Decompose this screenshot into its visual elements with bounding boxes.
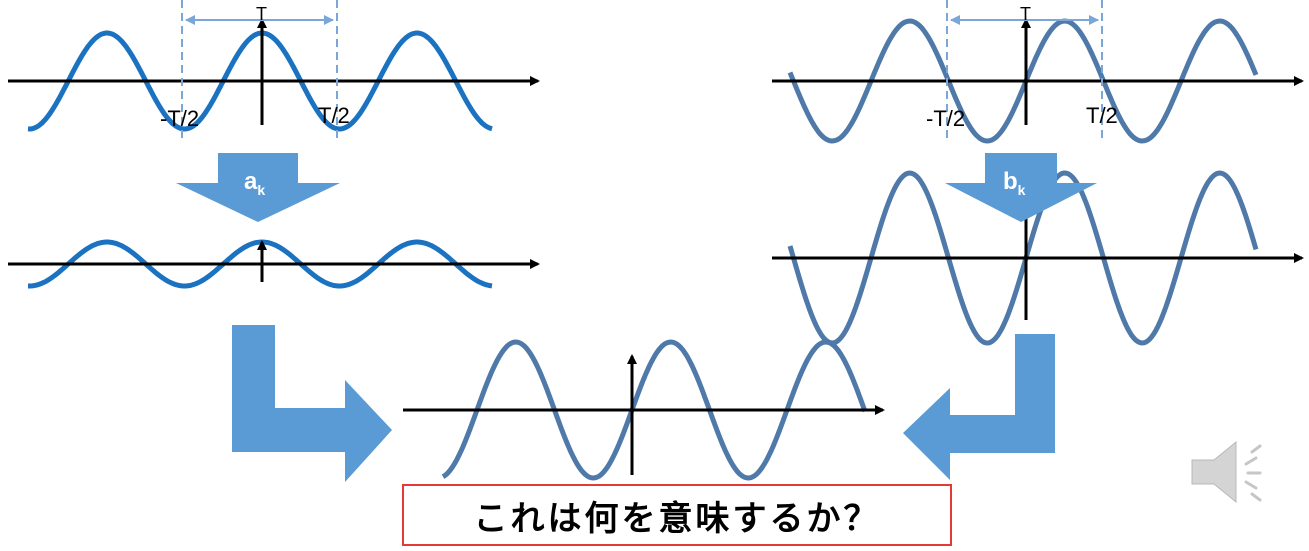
label-half-period-right: T/2 [1086,103,1118,128]
scaled-sine-wave [787,170,1259,346]
coefficient-a-label: ak [244,168,266,198]
speaker-icon[interactable] [1191,440,1262,504]
panel-combined [403,339,885,481]
coefficient-b-label: bk [1003,168,1026,198]
block-arrow-elbow-left [232,325,392,482]
label-period-right: T [1020,4,1031,24]
block-arrow-down-a [176,153,340,222]
question-text: これは何を意味するか？ [473,498,881,539]
panel-sine-original [772,0,1304,144]
label-neg-half-period-right: -T/2 [926,106,966,131]
panel-cosine-original [8,0,540,140]
cosine-wave [27,30,493,132]
block-arrow-elbow-right [903,334,1055,480]
sine-wave [787,18,1259,144]
label-half-period-left: T/2 [318,103,350,128]
label-period-left: T [256,4,267,24]
combined-wave [441,339,868,481]
block-arrow-down-b [945,153,1097,222]
panel-sine-scaled [772,170,1304,346]
question-box: これは何を意味するか？ [402,484,952,546]
panel-cosine-scaled [8,239,540,289]
label-neg-half-period-left: -T/2 [160,106,200,131]
